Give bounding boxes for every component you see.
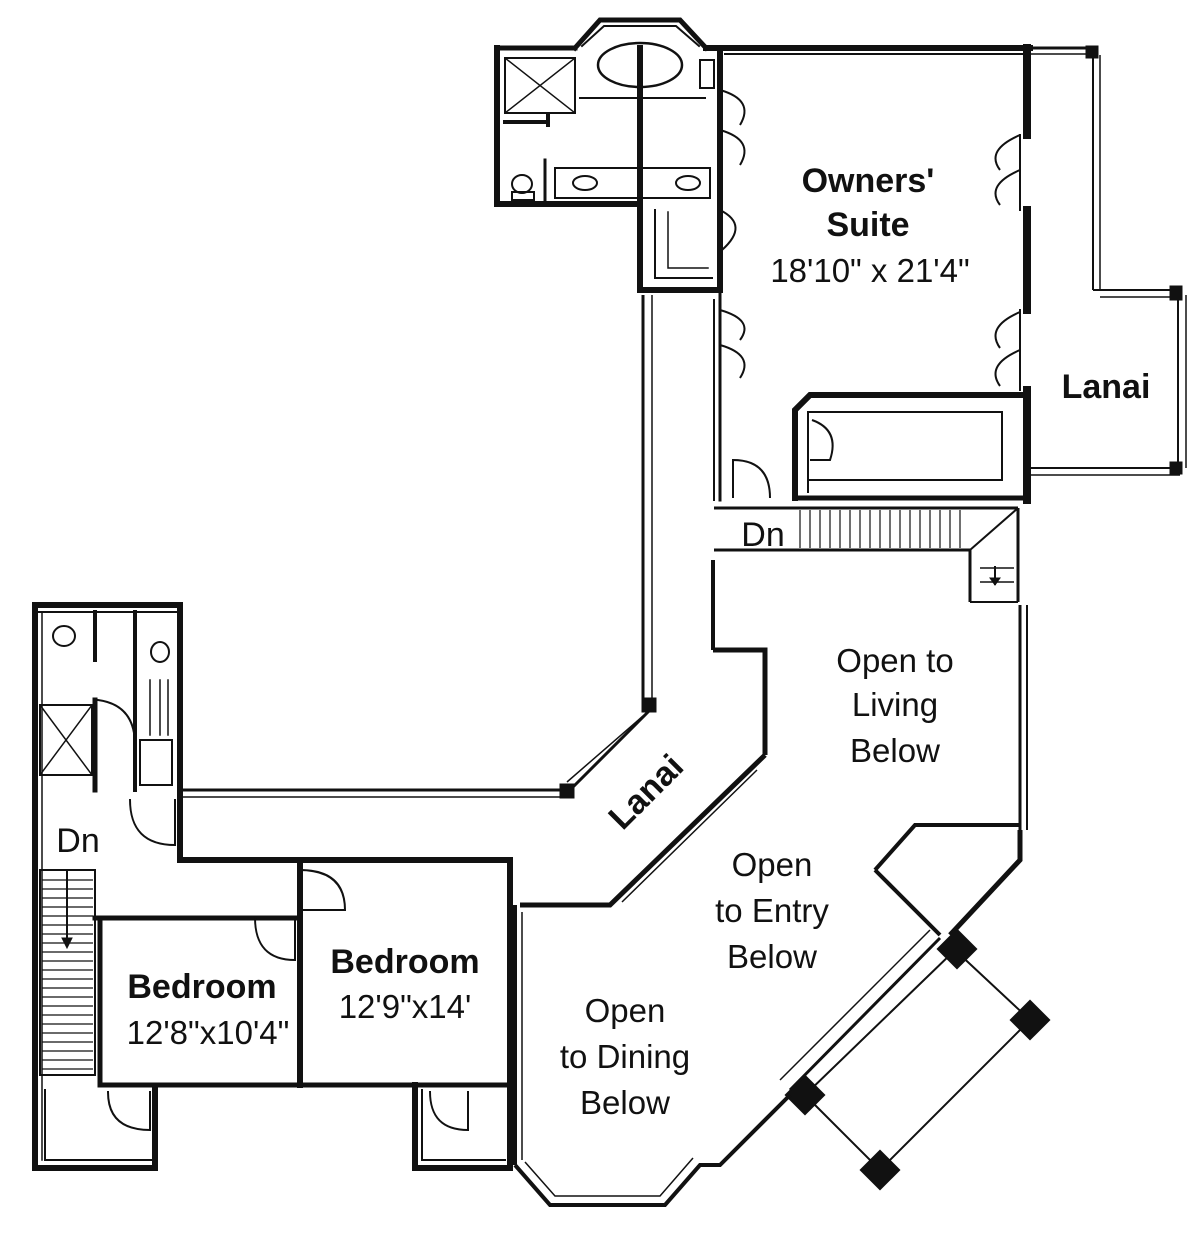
open-living-line3: Below (850, 732, 940, 769)
owners-suite-doors (719, 89, 1021, 499)
central-walls (180, 295, 1028, 937)
left-stair-label: Dn (56, 822, 99, 860)
bedroom-1-name: Bedroom (127, 968, 276, 1006)
dining-bay (513, 905, 792, 1207)
owners-suite-walls (494, 17, 1033, 504)
lanai-east-structure (1030, 45, 1187, 476)
owners-suite-name-line1: Owners' (802, 162, 935, 200)
open-entry-line1: Open (732, 846, 813, 883)
upper-stair-label: Dn (741, 516, 784, 554)
open-entry-line2: to Entry (715, 892, 829, 929)
left-stair-treads (42, 879, 93, 1070)
west-wing-walls (32, 602, 513, 1171)
open-entry-line3: Below (727, 938, 817, 975)
bedroom-2-size: 12'9"x14' (339, 988, 472, 1025)
bedroom-1-size: 12'8"x10'4" (127, 1014, 290, 1051)
lanai-east-name: Lanai (1062, 368, 1151, 406)
entry-porch (779, 928, 1051, 1191)
upper-stair-treads (799, 510, 961, 548)
open-dining-line3: Below (580, 1084, 670, 1121)
owners-suite-name-line2: Suite (826, 206, 909, 244)
open-living-line2: Living (852, 686, 938, 723)
open-dining-line1: Open (585, 992, 666, 1029)
open-dining-line2: to Dining (560, 1038, 690, 1075)
open-living-line1: Open to (836, 642, 953, 679)
upper-stair (714, 506, 1020, 603)
owners-suite-size: 18'10" x 21'4" (770, 252, 969, 289)
bedroom-2-name: Bedroom (330, 943, 479, 981)
